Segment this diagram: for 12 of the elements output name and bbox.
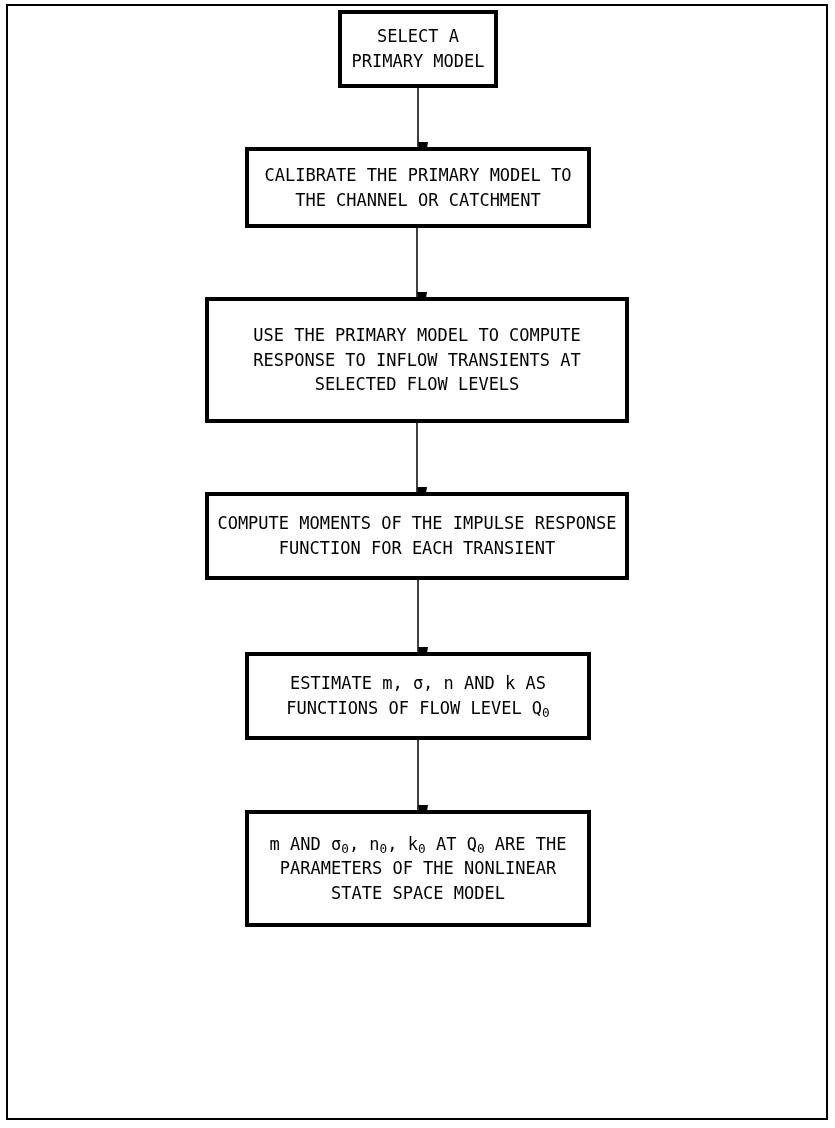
process-box xyxy=(245,147,591,228)
process-box xyxy=(245,652,591,740)
process-box xyxy=(338,10,498,88)
step-text: CALIBRATE THE PRIMARY MODEL TO THE CHANNEL OR CATCHMENT xyxy=(263,163,573,212)
process-box xyxy=(205,492,629,580)
process-box xyxy=(245,810,591,927)
step-text: SELECT A PRIMARY MODEL xyxy=(350,25,486,73)
process-box xyxy=(205,297,629,423)
step-text: m AND σ$_{0}$, n$_{0}$, k$_{0}$ AT Q$_{0}$ ARE THE PARAMETERS OF THE NONLINEAR STATE SPACE MODEL xyxy=(268,832,568,905)
step-text: ESTIMATE m, σ, n AND k AS FUNCTIONS OF FLOW LEVEL Q$_{0}$ xyxy=(285,672,551,721)
step-text: USE THE PRIMARY MODEL TO COMPUTE RESPONSE TO INFLOW TRANSIENTS AT SELECTED FLOW LEVELS xyxy=(252,324,582,397)
step-text: COMPUTE MOMENTS OF THE IMPULSE RESPONSE FUNCTION FOR EACH TRANSIENT xyxy=(217,512,617,560)
